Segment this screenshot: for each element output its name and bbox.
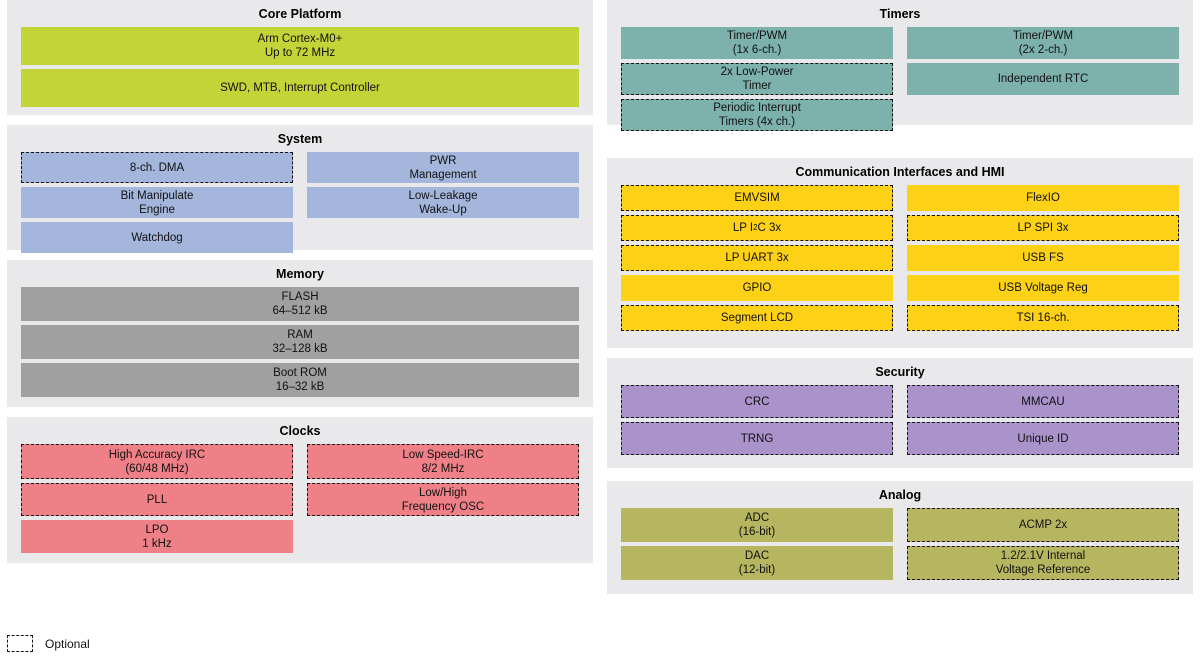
block-bit-manipulate-engine[interactable]: Bit Manipulate Engine xyxy=(21,187,293,218)
panel-title-system: System xyxy=(277,132,323,146)
block-low-high-frequency-osc[interactable]: Low/High Frequency OSC xyxy=(307,483,579,516)
timers-row: Timer/PWM (1x 6-ch.) 2x Low-Power Timer … xyxy=(621,27,1179,131)
legend-optional-swatch-icon xyxy=(7,635,33,652)
block-tsi-16ch[interactable]: TSI 16-ch. xyxy=(907,305,1179,331)
block-low-speed-irc[interactable]: Low Speed-IRC 8/2 MHz xyxy=(307,444,579,479)
block-timer-pwm-1x6ch[interactable]: Timer/PWM (1x 6-ch.) xyxy=(621,27,893,59)
block-emvsim[interactable]: EMVSIM xyxy=(621,185,893,211)
block-pwr-management[interactable]: PWR Management xyxy=(307,152,579,183)
block-unique-id[interactable]: Unique ID xyxy=(907,422,1179,455)
panel-title-timers: Timers xyxy=(879,7,921,21)
block-mmcau[interactable]: MMCAU xyxy=(907,385,1179,418)
panel-clocks: Clocks High Accuracy IRC (60/48 MHz) PLL… xyxy=(7,417,593,563)
block-segment-lcd[interactable]: Segment LCD xyxy=(621,305,893,331)
block-adc[interactable]: ADC (16-bit) xyxy=(621,508,893,542)
communication-right-column: FlexIO LP SPI 3x USB FS USB Voltage Reg … xyxy=(900,185,1179,331)
left-column: Core Platform Arm Cortex-M0+ Up to 72 MH… xyxy=(7,0,593,573)
panel-communication: Communication Interfaces and HMI EMVSIM … xyxy=(607,158,1193,348)
security-left-column: CRC TRNG xyxy=(621,385,900,455)
block-ram[interactable]: RAM 32–128 kB xyxy=(21,325,579,359)
memory-blocks: FLASH 64–512 kB RAM 32–128 kB Boot ROM 1… xyxy=(21,287,579,397)
legend-optional-label: Optional xyxy=(45,636,90,651)
system-right-column: PWR Management Low-Leakage Wake-Up xyxy=(300,152,579,253)
block-boot-rom[interactable]: Boot ROM 16–32 kB xyxy=(21,363,579,397)
panel-analog: Analog ADC (16-bit) DAC (12-bit) ACMP 2x… xyxy=(607,481,1193,594)
core-platform-blocks: Arm Cortex-M0+ Up to 72 MHz SWD, MTB, In… xyxy=(21,27,579,107)
security-row: CRC TRNG MMCAU Unique ID xyxy=(621,385,1179,455)
block-arm-cortex-m0[interactable]: Arm Cortex-M0+ Up to 72 MHz xyxy=(21,27,579,65)
timers-left-column: Timer/PWM (1x 6-ch.) 2x Low-Power Timer … xyxy=(621,27,900,131)
panel-title-analog: Analog xyxy=(878,488,922,502)
block-internal-voltage-reference[interactable]: 1.2/2.1V Internal Voltage Reference xyxy=(907,546,1179,580)
system-left-column: 8-ch. DMA Bit Manipulate Engine Watchdog xyxy=(21,152,300,253)
block-flash[interactable]: FLASH 64–512 kB xyxy=(21,287,579,321)
panel-system: System 8-ch. DMA Bit Manipulate Engine W… xyxy=(7,125,593,253)
block-lp-spi-3x[interactable]: LP SPI 3x xyxy=(907,215,1179,241)
block-crc[interactable]: CRC xyxy=(621,385,893,418)
block-2x-low-power-timer[interactable]: 2x Low-Power Timer xyxy=(621,63,893,95)
right-column: Timers Timer/PWM (1x 6-ch.) 2x Low-Power… xyxy=(607,0,1193,604)
block-lpo[interactable]: LPO 1 kHz xyxy=(21,520,293,553)
panel-core-platform: Core Platform Arm Cortex-M0+ Up to 72 MH… xyxy=(7,0,593,115)
panel-title-memory: Memory xyxy=(276,267,324,281)
block-usb-fs[interactable]: USB FS xyxy=(907,245,1179,271)
analog-right-column: ACMP 2x 1.2/2.1V Internal Voltage Refere… xyxy=(900,508,1179,580)
system-row: 8-ch. DMA Bit Manipulate Engine Watchdog… xyxy=(21,152,579,253)
panel-security: Security CRC TRNG MMCAU Unique ID xyxy=(607,358,1193,468)
block-usb-voltage-reg[interactable]: USB Voltage Reg xyxy=(907,275,1179,301)
legend: Optional xyxy=(7,635,90,652)
block-pll[interactable]: PLL xyxy=(21,483,293,516)
clocks-row: High Accuracy IRC (60/48 MHz) PLL LPO 1 … xyxy=(21,444,579,553)
block-dac[interactable]: DAC (12-bit) xyxy=(621,546,893,580)
panel-title-core-platform: Core Platform xyxy=(258,7,342,21)
block-swd-mtb-interrupt-controller[interactable]: SWD, MTB, Interrupt Controller xyxy=(21,69,579,107)
block-gpio[interactable]: GPIO xyxy=(621,275,893,301)
block-independent-rtc[interactable]: Independent RTC xyxy=(907,63,1179,95)
panel-timers: Timers Timer/PWM (1x 6-ch.) 2x Low-Power… xyxy=(607,0,1193,131)
analog-left-column: ADC (16-bit) DAC (12-bit) xyxy=(621,508,900,580)
block-timer-pwm-2x2ch[interactable]: Timer/PWM (2x 2-ch.) xyxy=(907,27,1179,59)
panel-title-clocks: Clocks xyxy=(279,424,321,438)
block-high-accuracy-irc[interactable]: High Accuracy IRC (60/48 MHz) xyxy=(21,444,293,479)
block-8ch-dma[interactable]: 8-ch. DMA xyxy=(21,152,293,183)
clocks-left-column: High Accuracy IRC (60/48 MHz) PLL LPO 1 … xyxy=(21,444,300,553)
block-watchdog[interactable]: Watchdog xyxy=(21,222,293,253)
block-flexio[interactable]: FlexIO xyxy=(907,185,1179,211)
analog-row: ADC (16-bit) DAC (12-bit) ACMP 2x 1.2/2.… xyxy=(621,508,1179,580)
timers-right-column: Timer/PWM (2x 2-ch.) Independent RTC xyxy=(900,27,1179,131)
block-low-leakage-wake-up[interactable]: Low-Leakage Wake-Up xyxy=(307,187,579,218)
security-right-column: MMCAU Unique ID xyxy=(900,385,1179,455)
block-acmp-2x[interactable]: ACMP 2x xyxy=(907,508,1179,542)
block-periodic-interrupt-timers[interactable]: Periodic Interrupt Timers (4x ch.) xyxy=(621,99,893,131)
panel-title-communication: Communication Interfaces and HMI xyxy=(795,165,1005,179)
block-trng[interactable]: TRNG xyxy=(621,422,893,455)
clocks-right-column: Low Speed-IRC 8/2 MHz Low/High Frequency… xyxy=(300,444,579,553)
panel-memory: Memory FLASH 64–512 kB RAM 32–128 kB Boo… xyxy=(7,260,593,407)
block-lp-uart-3x[interactable]: LP UART 3x xyxy=(621,245,893,271)
panel-title-security: Security xyxy=(875,365,925,379)
